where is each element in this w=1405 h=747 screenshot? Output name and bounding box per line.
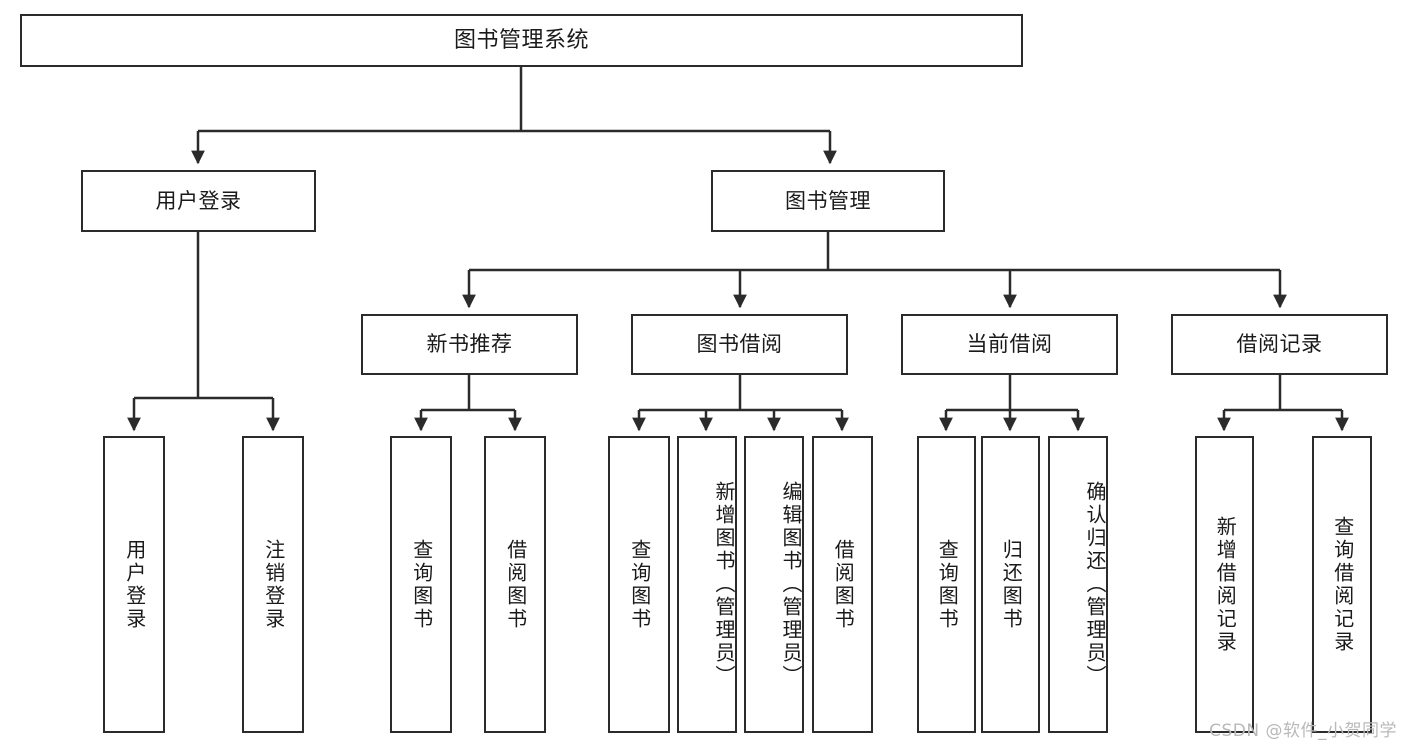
node-label: 查询借阅记录 [1330, 515, 1355, 654]
node-user-login[interactable]: 用户登录 [81, 170, 316, 232]
node-label: 查询图书 [627, 538, 652, 631]
node-leaf-record-query[interactable]: 查询借阅记录 [1312, 436, 1372, 733]
node-new-book-rec[interactable]: 新书推荐 [361, 314, 578, 375]
node-label: 查询图书 [409, 538, 434, 631]
node-leaf-user-logout[interactable]: 注销登录 [242, 436, 304, 733]
node-leaf-rec-borrow[interactable]: 借阅图书 [484, 436, 546, 733]
node-book-manage[interactable]: 图书管理 [711, 170, 945, 232]
node-label: 新增图书（管理员） [712, 481, 736, 688]
node-label: 借阅图书 [831, 538, 856, 631]
node-label: 用户登录 [122, 538, 147, 631]
node-label: 当前借阅 [966, 332, 1053, 357]
node-book-borrow[interactable]: 图书借阅 [631, 314, 848, 375]
node-label: 图书管理 [785, 188, 871, 213]
node-leaf-borrow-add[interactable]: 新增图书（管理员） [677, 436, 737, 733]
node-label: 新书推荐 [426, 332, 513, 357]
node-borrow-record[interactable]: 借阅记录 [1171, 314, 1388, 375]
node-leaf-cur-query[interactable]: 查询图书 [917, 436, 976, 733]
node-label: 编辑图书（管理员） [779, 481, 803, 688]
node-root-system[interactable]: 图书管理系统 [20, 14, 1023, 67]
node-label: 确认归还（管理员） [1083, 481, 1107, 688]
node-leaf-user-login[interactable]: 用户登录 [103, 436, 165, 733]
node-leaf-cur-return[interactable]: 归还图书 [981, 436, 1040, 733]
node-leaf-borrow-edit[interactable]: 编辑图书（管理员） [744, 436, 804, 733]
node-label: 归还图书 [999, 538, 1024, 631]
node-leaf-rec-query[interactable]: 查询图书 [390, 436, 452, 733]
node-leaf-record-add[interactable]: 新增借阅记录 [1195, 436, 1254, 733]
node-label: 查询图书 [935, 538, 960, 631]
node-label: 借阅图书 [503, 538, 528, 631]
node-leaf-borrow-lend[interactable]: 借阅图书 [812, 436, 873, 733]
node-leaf-cur-confirm[interactable]: 确认归还（管理员） [1048, 436, 1108, 733]
node-label: 用户登录 [155, 188, 242, 213]
node-current-borrow[interactable]: 当前借阅 [901, 314, 1118, 375]
node-label: 借阅记录 [1236, 332, 1323, 357]
node-label: 图书借阅 [696, 332, 783, 357]
node-leaf-borrow-query[interactable]: 查询图书 [608, 436, 670, 733]
watermark-text: CSDN @软件_小贺同学 [1209, 721, 1397, 741]
node-label: 新增借阅记录 [1213, 515, 1238, 654]
node-label: 注销登录 [261, 538, 286, 631]
node-label: 图书管理系统 [453, 27, 589, 53]
